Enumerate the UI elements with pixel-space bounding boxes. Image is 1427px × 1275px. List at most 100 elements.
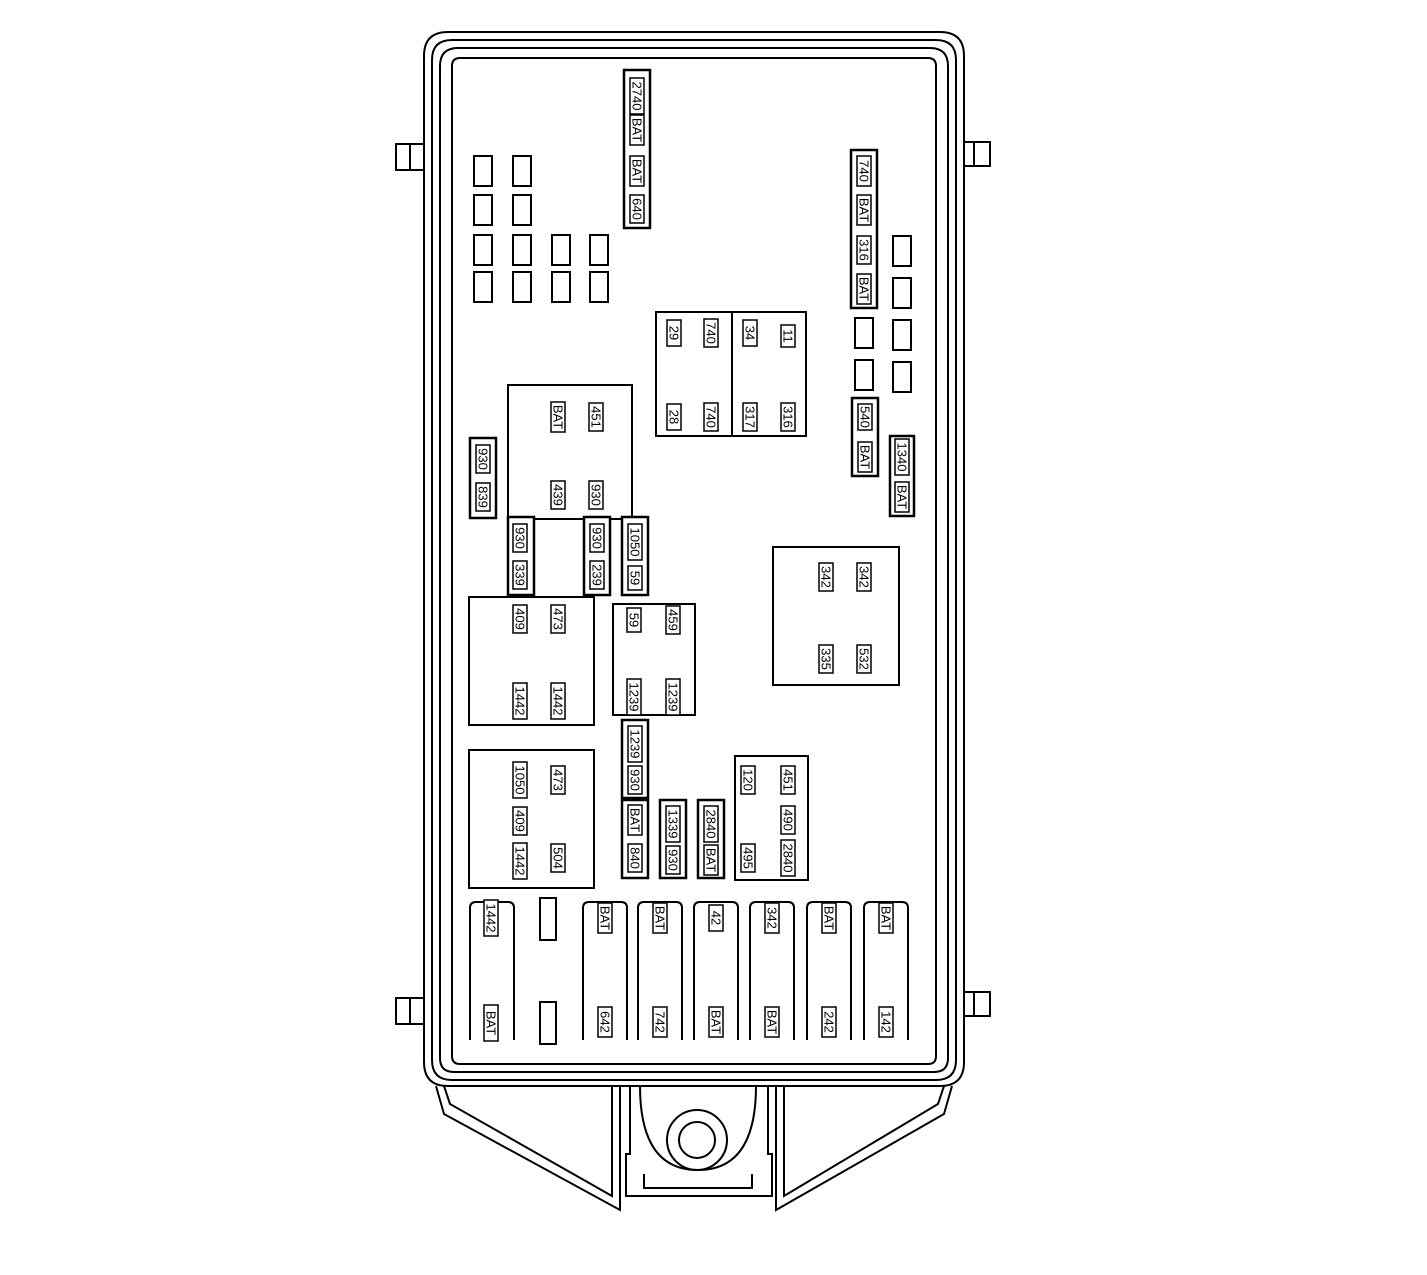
circuit-label-mx7-top: BAT	[878, 902, 894, 934]
circuit-label-rA-930: 930	[588, 480, 604, 510]
circuit-label-rG-1050: 1050	[512, 761, 528, 799]
maxi-fuse-slots	[469, 901, 909, 1040]
label-text: 642	[598, 1011, 613, 1033]
label-text: BAT	[653, 906, 668, 930]
label-box	[703, 844, 719, 876]
circuit-label-rB-29: 29	[666, 319, 682, 347]
label-text: BAT	[628, 808, 643, 832]
mounting-bracket	[435, 1085, 953, 1212]
circuit-label-mx2-bot: 642	[597, 1006, 613, 1038]
label-text: 1239	[627, 683, 642, 712]
label-box	[475, 482, 491, 512]
label-text: 740	[857, 160, 872, 182]
label-box	[550, 682, 566, 720]
circuit-label-rC-317: 317	[742, 402, 758, 432]
label-box	[878, 902, 894, 934]
label-text: 930	[666, 849, 681, 871]
circuit-label-rG-473: 473	[550, 765, 566, 795]
circuit-label-mx1-top: 1442	[483, 899, 499, 937]
label-box	[821, 1006, 837, 1038]
label-text: BAT	[551, 405, 566, 429]
label-box	[626, 607, 642, 633]
label-text: 930	[476, 448, 491, 470]
label-box	[483, 1004, 499, 1042]
label-box	[550, 765, 566, 795]
mounting-tab-bottom-left	[395, 997, 425, 1025]
label-text: 839	[476, 486, 491, 508]
fuse-box-housing	[423, 31, 965, 1087]
label-box	[597, 1006, 613, 1038]
label-text: 473	[551, 608, 566, 630]
label-text: 742	[653, 1011, 668, 1033]
circuit-label-mx6-bot: 242	[821, 1006, 837, 1038]
circuit-label-rE-409: 409	[512, 604, 528, 634]
circuit-label-rB-740a: 740	[703, 318, 719, 348]
label-box	[512, 842, 528, 880]
circuit-label-rD-342b: 342	[856, 562, 872, 592]
label-box	[856, 562, 872, 592]
label-text: 740	[704, 322, 719, 344]
circuit-label-fb-1050: 1050	[627, 523, 643, 561]
label-text: 59	[628, 571, 643, 585]
label-box	[818, 562, 834, 592]
circuit-label-mx4-top: 42	[708, 904, 724, 932]
label-text: 142	[879, 1011, 894, 1033]
label-box	[588, 480, 604, 510]
label-text: 335	[819, 648, 834, 670]
label-text: BAT	[822, 906, 837, 930]
empty-fuse-slots	[473, 155, 912, 1045]
label-text: 930	[590, 527, 605, 549]
label-box	[780, 805, 796, 835]
label-text: 1442	[484, 904, 499, 933]
circuit-label-rC-316: 316	[780, 402, 796, 432]
label-text: 242	[822, 1011, 837, 1033]
label-text: 1442	[551, 687, 566, 716]
label-text: 28	[667, 410, 682, 424]
circuit-label-fb-839: 839	[475, 482, 491, 512]
label-text: 532	[857, 648, 872, 670]
label-box	[894, 438, 910, 476]
mounting-tab-top-right	[963, 141, 991, 167]
circuit-label-rE-1442a: 1442	[512, 682, 528, 720]
label-box	[894, 481, 910, 513]
circuit-label-rG-409: 409	[512, 806, 528, 836]
circuit-label-fb-930-1339: 930	[665, 845, 681, 875]
label-text: BAT	[630, 118, 645, 142]
mounting-tab-bottom-right	[963, 991, 991, 1017]
label-box	[483, 899, 499, 937]
label-text: 42	[709, 911, 724, 925]
label-text: 342	[857, 566, 872, 588]
relay-block-bat-451	[507, 384, 633, 520]
circuit-label-fb-bat-b: BAT	[629, 155, 645, 187]
label-box	[856, 155, 872, 187]
label-text: 1239	[628, 730, 643, 759]
label-text: 490	[781, 809, 796, 831]
circuit-label-rE-1442b: 1442	[550, 682, 566, 720]
label-box	[629, 114, 645, 146]
circuit-label-mx2-top: BAT	[597, 902, 613, 934]
circuit-label-fb-2740-a: 2740	[629, 77, 645, 115]
label-box	[627, 843, 643, 873]
label-text: BAT	[857, 198, 872, 222]
label-box	[627, 804, 643, 836]
label-text: 1239	[666, 683, 681, 712]
circuit-label-rA-439: 439	[550, 480, 566, 510]
label-text: 840	[628, 847, 643, 869]
circuit-label-fb-bat-r: BAT	[856, 194, 872, 226]
circuit-label-fb-bat-2840: BAT	[703, 844, 719, 876]
label-text: 316	[781, 406, 796, 428]
label-box	[742, 319, 758, 347]
label-text: BAT	[484, 1011, 499, 1035]
relay-block-1050-504	[468, 749, 595, 889]
circuit-label-fb-59: 59	[627, 565, 643, 591]
circuit-label-rD-532: 532	[856, 644, 872, 674]
label-box	[856, 644, 872, 674]
label-text: 120	[741, 769, 756, 791]
circuit-label-fb-640: 640	[629, 194, 645, 224]
circuit-label-rH-2840: 2840	[780, 839, 796, 877]
label-text: BAT	[704, 848, 719, 872]
label-text: 342	[819, 566, 834, 588]
circuit-label-mx6-top: BAT	[821, 902, 837, 934]
label-box	[629, 155, 645, 187]
